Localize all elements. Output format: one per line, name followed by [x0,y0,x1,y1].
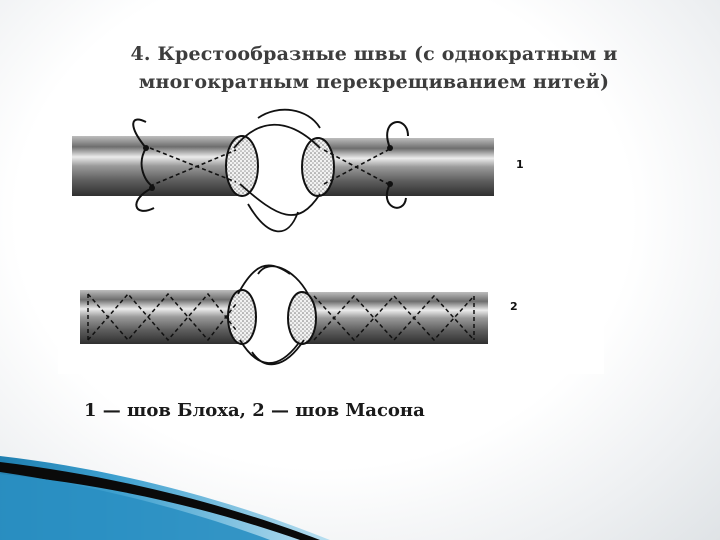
vessel-left-end-2 [80,290,242,344]
diagram-1-label: 1 [516,158,524,171]
vessel-left-lumen [225,135,259,197]
figure-caption: 1 — шов Блоха, 2 — шов Масона [84,400,425,421]
loop-left-bottom [135,187,155,212]
slide-title: 4. Крестообразные швы (с однократным и м… [74,40,674,96]
slide-title-line-1: 4. Крестообразные швы (с однократным и [130,43,618,65]
knot-left-bottom [149,185,155,191]
slide-title-line-2: многократным перекрещиванием нитей) [138,71,610,93]
thread-free-ends-2 [237,264,309,366]
knot-left-top [143,145,149,151]
diagram-1-bloch-suture: 1 [72,108,524,233]
dark-stripe-shape [0,462,320,540]
vessel-left-end [72,136,242,196]
thread-ends-2 [87,294,475,340]
blue-wave-shade [0,472,270,540]
knot-right-top [387,145,393,151]
thread-zigzag-right [313,294,475,342]
vessel-right-end [316,138,494,196]
thread-free-ends-1 [233,108,321,233]
thread-zigzag-left [87,292,237,342]
thread-cross-left [149,147,237,187]
diagram-2-mason-suture: 2 [80,264,518,366]
diagram-2-label: 2 [510,300,518,313]
loop-right [385,121,409,209]
suture-diagram: 1 2 [72,108,524,366]
suture-illustration: 1 2 [58,108,604,374]
knot-right-bottom [387,181,393,187]
thread-cross-right [323,149,389,185]
